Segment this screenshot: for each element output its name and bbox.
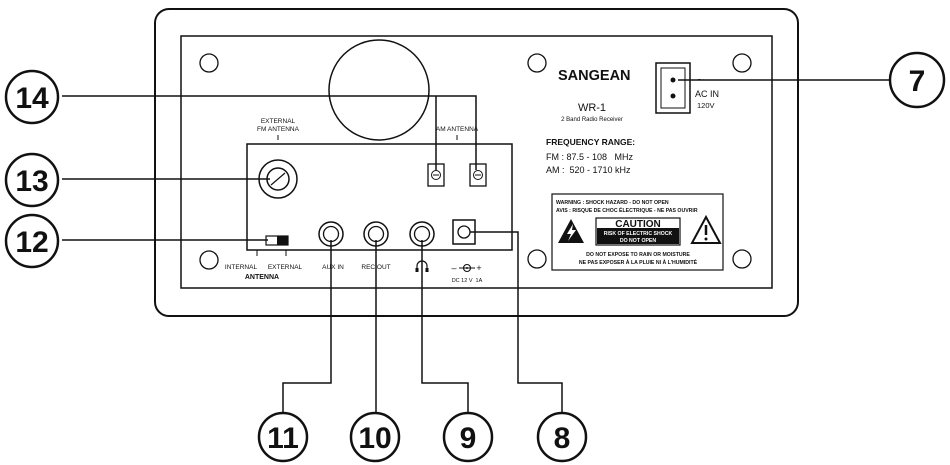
am-terminal-right-screw	[473, 170, 483, 180]
leader-14-right	[62, 95, 477, 170]
svg-text:11: 11	[267, 422, 299, 455]
leader-11	[282, 240, 332, 420]
svg-text:7: 7	[909, 65, 926, 98]
exclamation-warning-icon	[690, 214, 722, 244]
screw-top-middle	[527, 53, 547, 73]
aux-in-jack-inner	[322, 225, 340, 243]
warning-line-2: AVIS : RISQUE DE CHOC ÉLECTRIQUE - NE PA…	[556, 206, 698, 214]
am-terminal-right	[469, 163, 487, 187]
rear-plate	[180, 35, 773, 289]
screw-bottom-right	[732, 249, 752, 269]
callout-14: 14	[4, 69, 60, 125]
brand-logo: SANGEAN	[558, 68, 631, 84]
rec-out-jack-inner	[367, 225, 385, 243]
svg-text:9: 9	[460, 422, 477, 455]
antenna-label: ANTENNA	[245, 274, 279, 281]
ac-in-socket-inner	[660, 67, 686, 109]
dc-polarity-icon: – +	[451, 263, 481, 273]
warning-line-1: WARNING : SHOCK HAZARD - DO NOT OPEN	[556, 200, 669, 206]
warning-label	[551, 193, 724, 271]
screw-bottom-left	[199, 250, 219, 270]
leader-8	[470, 231, 563, 420]
screw-bottom-middle	[527, 249, 547, 269]
caution-box	[595, 217, 681, 246]
dc-plus: +	[476, 263, 481, 273]
svg-text:14: 14	[15, 82, 49, 115]
lightning-warning-icon	[558, 219, 584, 243]
svg-text:8: 8	[554, 422, 571, 455]
dc-minus: –	[451, 263, 456, 273]
ac-in-pin-bottom	[670, 93, 676, 99]
frequency-am: AM : 520 - 1710 kHz	[546, 165, 631, 175]
dc-jack-inner	[457, 225, 471, 239]
svg-text:10: 10	[358, 422, 391, 455]
fm-antenna-slot	[270, 172, 286, 186]
svg-text:12: 12	[15, 226, 48, 259]
callout-8: 8	[536, 411, 588, 463]
callout-10: 10	[349, 411, 401, 463]
headphone-jack-inner	[413, 225, 431, 243]
external-fm-label-2: FM ANTENNA	[257, 126, 300, 133]
svg-text:13: 13	[15, 165, 48, 198]
connector-panel	[246, 143, 513, 251]
antenna-switch-knob	[277, 236, 288, 245]
external-label: EXTERNAL	[268, 264, 303, 271]
am-terminal-left-screw	[431, 170, 441, 180]
caution-title: CAUTION	[615, 219, 661, 230]
callout-9: 9	[442, 411, 494, 463]
callout-7: 7	[888, 51, 946, 109]
ac-in-label: AC IN	[695, 89, 719, 99]
callout-12: 12	[4, 213, 60, 269]
am-antenna-label: AM ANTENNA	[436, 126, 479, 133]
screw-top-left	[199, 53, 219, 73]
screw-top-right	[732, 53, 752, 73]
warning-line-4: NE PAS EXPOSER À LA PLUIE NI À L'HUMIDIT…	[579, 258, 698, 266]
leader-9	[421, 240, 469, 420]
ac-in-socket	[655, 62, 691, 114]
warning-line-3: DO NOT EXPOSE TO RAIN OR MOISTURE	[586, 252, 690, 258]
external-fm-label-1: EXTERNAL	[261, 118, 296, 125]
speaker-port	[328, 39, 430, 141]
ac-in-pin-top	[670, 77, 676, 83]
internal-label: INTERNAL	[225, 264, 258, 271]
dc-spec-label: DC 12 V 1A	[452, 278, 483, 284]
model-subtitle: 2 Band Radio Receiver	[561, 117, 623, 123]
frequency-title: FREQUENCY RANGE:	[546, 137, 635, 147]
housing-outline	[154, 8, 799, 317]
ac-voltage-label: 120V	[697, 101, 715, 110]
aux-in-label: AUX IN	[322, 264, 344, 271]
callout-13: 13	[4, 152, 60, 208]
model-name: WR-1	[578, 102, 606, 114]
caution-box-fill	[597, 228, 679, 244]
frequency-fm: FM : 87.5 - 108 MHz	[546, 152, 634, 162]
caution-subtitle-2: DO NOT OPEN	[620, 238, 657, 244]
callout-11: 11	[257, 411, 309, 463]
caution-subtitle-1: RISK OF ELECTRIC SHOCK	[604, 231, 673, 237]
